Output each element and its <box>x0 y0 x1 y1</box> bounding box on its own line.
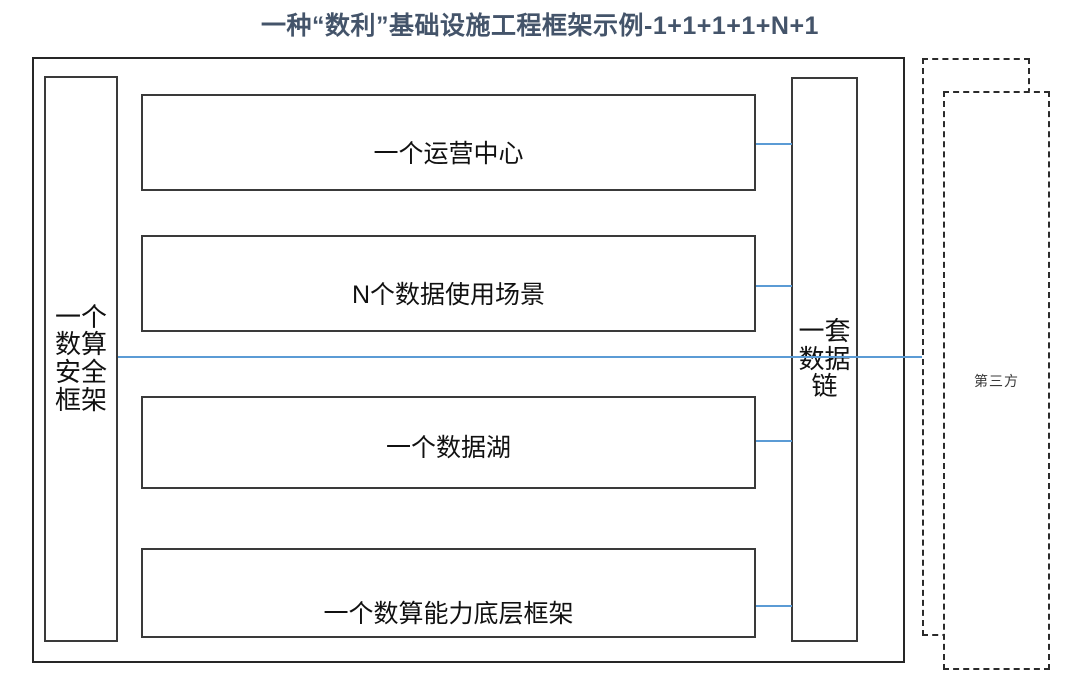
layer-box-compute-foundation: 一个数算能力底层框架 <box>141 548 756 638</box>
layer-label: 一个数算能力底层框架 <box>323 600 574 628</box>
left-pillar-label: 一个数算安全框架 <box>54 301 107 415</box>
layer-box-data-use-scenarios: N个数据使用场景 <box>141 235 756 332</box>
right-pillar-label: 一套数据链 <box>798 316 851 402</box>
page-title: 一种“数利”基础设施工程框架示例-1+1+1+1+N+1 <box>261 12 819 40</box>
layer-label: 一个运营中心 <box>373 140 524 168</box>
third-party-label: 第三方 <box>974 372 1019 389</box>
layer-box-data-lake: 一个数据湖 <box>141 396 756 489</box>
connector-line-main-data-chain <box>118 356 928 358</box>
right-pillar-box: 一套数据链 <box>791 77 858 642</box>
framework-outer-frame <box>32 57 905 663</box>
layer-label: 一个数据湖 <box>385 434 511 462</box>
left-pillar-box: 一个数算安全框架 <box>44 76 118 642</box>
layer-label: N个数据使用场景 <box>351 281 546 309</box>
connector-line-data-lake <box>756 440 792 442</box>
connector-line-operation-center <box>756 143 792 145</box>
third-party-box-front: 第三方 <box>943 91 1050 670</box>
layer-box-operation-center: 一个运营中心 <box>141 94 756 191</box>
connector-line-data-use-scenarios <box>756 285 792 287</box>
connector-line-compute-foundation <box>756 605 792 607</box>
